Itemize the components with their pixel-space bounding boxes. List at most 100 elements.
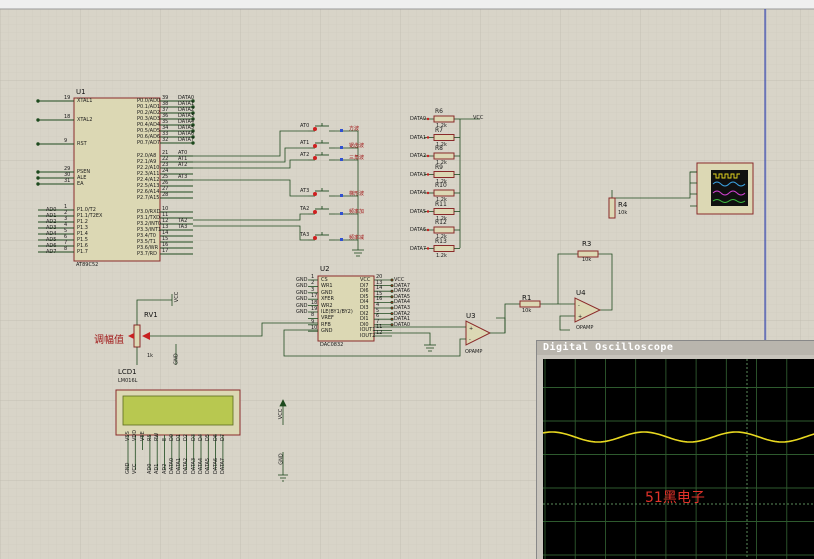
u1-pin-name: P2.7/A15 [137,195,160,201]
lcd-pin-name: RS [146,434,153,441]
u1-net-label: AD2 [46,219,57,225]
u1-pin-number: 15 [162,236,169,242]
ladder-resistor-value: 1.2k [436,178,447,185]
r3-ref: R3 [582,240,592,248]
oscilloscope-title: Digital Oscilloscope [543,342,674,353]
u1-right-pins [160,99,195,255]
button-function-label: 梯形波 [349,191,365,197]
u1-pin-name: P3.5/T1 [137,239,156,245]
button-net-label: AT1 [300,140,310,146]
rv1-wires [136,294,318,365]
u2-gnd-net-label: GND [296,277,308,283]
u1-pin-number: 1 [64,204,68,210]
u1-pin-name: P1.5 [77,237,88,243]
ladder-resistor-value: 1.2k [436,123,447,129]
u1-net-label: AD3 [46,225,57,231]
button-net-label: AT3 [300,188,310,194]
u1-pin-name: P1.1/T2EX [77,213,103,219]
u1-pin-number: 24 [162,168,169,174]
u1-pin-number: 23 [162,162,169,168]
oscilloscope-window[interactable]: Digital Oscilloscope 51黑电子 [536,340,814,559]
u1-pin-name: P3.6/WR [137,245,159,251]
lcd-net-label: DATA2 [183,457,190,474]
u1-to-buttons-wires [193,130,364,257]
u1-pin-number: 35 [162,119,169,125]
ladder-net-label: DATA0 [410,116,427,122]
r4-resistor[interactable] [608,197,616,219]
top-window-edge [0,0,814,9]
ladder-resistor-ref: R13 [435,237,447,245]
u1-pin-name: P0.6/AD6 [137,134,161,140]
button-net-label: AT0 [300,123,310,129]
u1-pin-name: P2.2/A10 [137,165,160,171]
u1-net-label: TA3 [178,224,188,230]
u2-net-label: DATA2 [394,310,411,317]
lcd1-module[interactable] [115,389,241,436]
u2-pin-name: IOUT2 [360,333,376,339]
oscilloscope-title-bar[interactable]: Digital Oscilloscope [537,341,814,355]
u1-net-label: AT2 [178,162,188,168]
r3-resistor[interactable] [577,250,599,258]
u3-ref: U3 [466,312,476,320]
u1-pin-number: 8 [64,246,68,252]
r1-resistor[interactable] [519,300,541,308]
r4-value: 10k [618,210,628,216]
u4-ref: U4 [576,289,586,297]
u1-pin-number: 11 [162,212,169,218]
u2-pin-number: 7 [376,318,380,325]
lcd-pin-name: VDD [132,429,139,441]
button-switches [308,123,343,241]
oscilloscope-screen[interactable]: 51黑电子 [542,353,814,559]
u2-net-label: DATA5 [394,293,411,300]
lcd1-ref: LCD1 [118,368,137,376]
u2-pin-name: DI7 [360,282,369,289]
ladder-resistor-value: 1.2k [436,215,447,222]
resistor-ladder [424,115,460,252]
ladder-resistor-ref: R8 [435,145,443,152]
u4-opamp[interactable]: - + [574,297,602,323]
u2-pin-name: DI6 [360,288,369,295]
u1-pin-number: 7 [64,240,68,246]
u2-net-label: DATA4 [394,299,411,306]
u1-net-label: AD0 [46,207,57,213]
r4-ref: R4 [618,201,628,209]
rv1-ref: RV1 [144,311,158,319]
u3-opamp[interactable]: + - [465,320,492,346]
u1-pin-number: 28 [162,192,169,198]
u1-pin-name: XTAL2 [77,117,93,123]
u2-dac-chip[interactable] [317,275,375,342]
ladder-net-label: DATA3 [410,171,427,178]
u2-pin-number: 8 [311,312,315,319]
lcd-net-label: DATA1 [176,457,183,474]
lcd-net-label: DATA3 [190,457,197,474]
lcd-pin-name: RW [154,432,161,441]
ladder-net-label: DATA6 [410,227,427,233]
ladder-resistor-ref: R12 [435,219,447,226]
u1-pin-name: P0.5/AD5 [137,128,161,134]
u1-chip[interactable] [73,97,161,262]
r3-value: 10k [582,257,592,263]
u1-pin-name: ALE [77,175,87,181]
rv1-value: 1k [147,353,154,359]
u1-pin-number: 6 [64,234,68,240]
u2-pin-number: 16 [376,296,383,303]
u1-pin-number: 36 [162,113,169,119]
u1-pin-number: 33 [162,131,169,137]
oscilloscope-symbol[interactable] [690,162,754,215]
u1-pin-number: 22 [162,156,169,162]
u1-pin-number: 21 [162,150,169,156]
u2-ref: U2 [320,265,330,273]
u1-pin-name: PSEN [77,169,91,175]
u2-pin-name: GND [321,328,333,335]
u1-pin-number: 38 [162,101,169,107]
u1-pin-name: P0.3/AD3 [137,116,161,122]
oscilloscope-trace [542,431,814,443]
ladder-bus [459,118,480,248]
lcd-pin-name: D5 [205,433,212,441]
button-net-label: TA3 [300,232,310,238]
ladder-resistor-ref: R7 [435,126,443,134]
u1-pin-number: 19 [64,95,71,101]
u1-pin-name: P2.4/A12 [137,177,160,183]
u1-pin-number: 32 [162,137,169,143]
